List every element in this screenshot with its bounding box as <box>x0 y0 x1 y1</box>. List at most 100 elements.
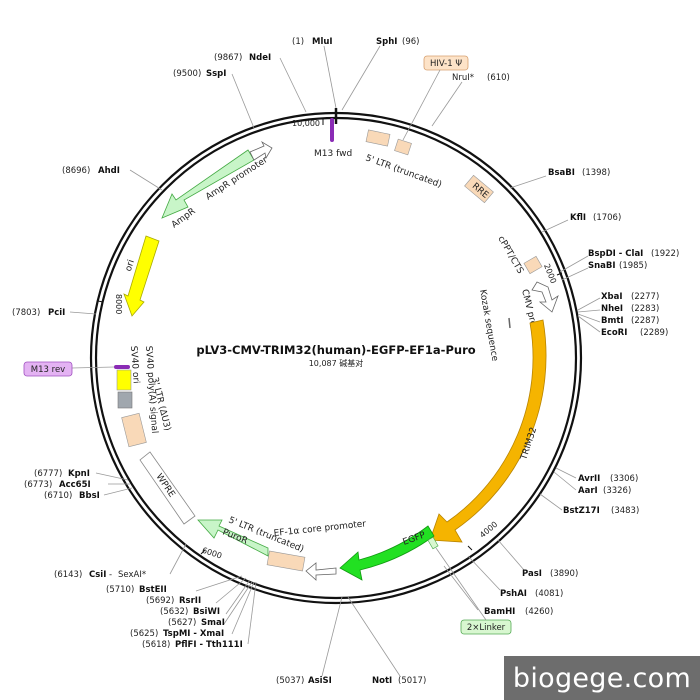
site-ecori: EcoRI <box>601 328 627 338</box>
site-bstz17i: BstZ17I <box>563 506 600 516</box>
m13-rev-leader <box>71 366 115 369</box>
tick-label-8000: 8000 <box>114 294 123 314</box>
m13-rev-feature <box>114 365 130 369</box>
site-pshai: PshAI <box>500 589 527 599</box>
site-smai: SmaI <box>201 618 225 628</box>
ampr-arrow <box>161 149 255 219</box>
tick-label-2000: 2000 <box>542 263 558 285</box>
site-pos-csii: (6143) <box>54 570 82 580</box>
site-bsabi: BsaBI <box>548 168 575 178</box>
site-pos-acc65i: (6773) <box>24 480 52 490</box>
trim32-arrow <box>429 319 547 543</box>
site-tspmi: TspMI - XmaI <box>163 629 224 639</box>
map-subtitle: 10,087 碱基对 <box>309 358 364 368</box>
site-pos-bspdi: (1922) <box>651 249 679 259</box>
site-snabi: SnaBI <box>588 261 616 271</box>
tick-6000 <box>200 549 206 555</box>
site-pos-pcii: (7803) <box>12 308 40 318</box>
site-xbai: XbaI <box>601 292 623 302</box>
site-pos-ecori: (2289) <box>640 328 668 338</box>
site-sphi: SphI <box>376 37 397 47</box>
rre-feature <box>464 174 494 204</box>
ampr-promoter-arrow <box>249 140 273 161</box>
sv40-ori-label: SV40 ori <box>128 346 141 384</box>
site-bspdi: BspDI - ClaI <box>588 249 643 259</box>
kozak-marker <box>508 317 511 329</box>
site-acc65i: Acc65I <box>59 480 91 490</box>
hiv-psi-leader <box>402 69 441 141</box>
sv40-ori-box <box>117 391 133 409</box>
site-pos-xbai: (2277) <box>631 292 659 302</box>
site-kpni: KpnI <box>68 469 90 479</box>
site-pos-nrui: (610) <box>487 73 510 83</box>
ltr5-top-label: 5' LTR (truncated) <box>364 153 443 190</box>
site-mlui: MluI <box>312 37 333 47</box>
cmv-promoter-arrow <box>531 281 559 313</box>
cppt-label: cPPT/CTS <box>495 235 525 276</box>
sv40-polya-label: SV40 poly(A) signal <box>143 346 159 434</box>
site-asisi: AsiSI <box>308 676 332 686</box>
watermark-logo: biogege.com <box>504 656 700 700</box>
cppt-feature <box>523 255 543 275</box>
site-csii-sep: - <box>109 570 112 580</box>
site-pos-asisi: (5037) <box>276 676 304 686</box>
tick-label-10000: 10,000 <box>292 119 320 128</box>
m13-rev-tag-text: M13 rev <box>31 365 65 375</box>
tick-2000 <box>556 272 563 276</box>
site-pos-smai: (5627) <box>168 618 196 628</box>
ltr5-bottom-box <box>266 550 306 572</box>
site-leaders <box>69 45 601 677</box>
site-pos-mlui: (1) <box>292 37 304 47</box>
hiv-psi-tag-text: HIV-1 Ψ <box>430 59 462 69</box>
site-pos-ndei: (9867) <box>214 53 242 63</box>
linker-tag-text: 2×Linker <box>467 623 506 633</box>
site-pos-bsteii: (5710) <box>106 585 134 595</box>
linker-leader <box>435 547 487 621</box>
site-pos-pflfi: (5618) <box>142 640 170 650</box>
ori-label: ori <box>124 259 137 273</box>
egfp-arrow <box>339 525 435 581</box>
tick-8000 <box>97 300 104 303</box>
site-bbsi: BbsI <box>79 491 100 501</box>
site-pos-kpni: (6777) <box>34 469 62 479</box>
site-pos-bsabi: (1398) <box>582 168 610 178</box>
m13-fwd-feature <box>330 118 334 142</box>
m13-rev-tag <box>23 361 73 377</box>
site-noti: NotI <box>372 676 392 686</box>
site-pos-rsrii: (5692) <box>146 596 174 606</box>
site-pos-pasi: (3890) <box>550 569 578 579</box>
kozak-label: Kozak sequence <box>477 289 500 363</box>
puror-arrow <box>197 519 269 557</box>
site-pos-pshai: (4081) <box>535 589 563 599</box>
ef1a-label: EF-1α core promoter <box>273 519 367 539</box>
wpre-box <box>139 451 196 525</box>
ltr5-top-box-b <box>394 138 412 156</box>
site-bamhi: BamHI <box>484 607 515 617</box>
ltr5-top-box-a <box>365 129 391 147</box>
m13-fwd-label: M13 fwd <box>314 149 352 159</box>
tick-4000 <box>467 545 473 551</box>
site-pos-snabi: (1985) <box>619 261 647 271</box>
site-pos-sphi: (96) <box>402 37 419 47</box>
map-title: pLV3-CMV-TRIM32(human)-EGFP-EF1a-Puro <box>196 343 475 357</box>
site-sexai: SexAI* <box>118 570 146 580</box>
site-pasi: PasI <box>522 569 542 579</box>
site-bsteii: BstEII <box>139 585 167 595</box>
site-kfli: KflI <box>570 213 586 223</box>
site-pflfi: PflFI - Tth111I <box>175 640 243 650</box>
site-avrii: AvrII <box>578 474 600 484</box>
site-pcii: PciI <box>48 308 65 318</box>
ori-arrow <box>123 235 160 317</box>
hiv-psi-tag <box>423 55 469 71</box>
site-pos-tspmi: (5625) <box>130 629 158 639</box>
site-pos-ahdi: (8696) <box>62 166 90 176</box>
site-aari: AarI <box>578 486 598 496</box>
site-pos-bstz17i: (3483) <box>611 506 639 516</box>
sv40-polya-box <box>116 369 132 391</box>
site-pos-bamhi: (4260) <box>525 607 553 617</box>
ef1a-promoter-arrow <box>305 562 337 581</box>
ltr3-box <box>121 412 147 448</box>
site-nrui: NruI* <box>452 73 474 83</box>
egfp-linker-mark <box>427 536 439 550</box>
